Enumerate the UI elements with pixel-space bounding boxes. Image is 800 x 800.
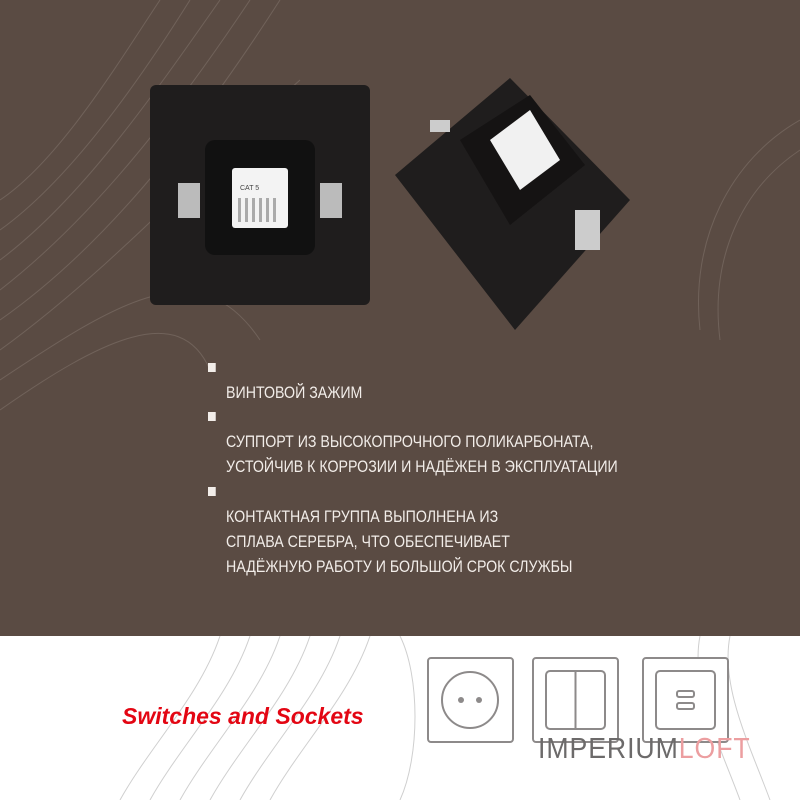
feature-item: КОНТАКТНАЯ ГРУППА ВЫПОЛНЕНА ИЗ СПЛАВА СЕР… [208, 480, 572, 580]
feature-text: ВИНТОВОЙ ЗАЖИМ [226, 384, 363, 402]
feature-text: УСТОЙЧИВ К КОРРОЗИИ И НАДЁЖЕН В ЭКСПЛУАТ… [226, 458, 618, 476]
feature-item: СУППОРТ ИЗ ВЫСОКОПРОЧНОГО ПОЛИКАРБОНАТА,… [208, 405, 618, 480]
logo-text: IMPERIUM [538, 733, 679, 765]
double-switch-icon [532, 657, 619, 743]
feature-text: СПЛАВА СЕРЕБРА, ЧТО ОБЕСПЕЧИВАЕТ [226, 533, 510, 551]
logo-text: LOFT [678, 733, 751, 765]
usb-socket-icon [642, 657, 729, 743]
feature-text: КОНТАКТНАЯ ГРУППА ВЫПОЛНЕНА ИЗ [226, 508, 499, 526]
banner-title: Switches and Sockets [122, 703, 364, 729]
feature-item: ВИНТОВОЙ ЗАЖИМ [208, 356, 362, 406]
bullet-icon [208, 363, 216, 372]
brand-logo: IMPERIUMLOFT [538, 733, 751, 766]
product-images: CAT 5 [150, 78, 630, 330]
module-front-view: CAT 5 [150, 85, 370, 305]
feature-text: НАДЁЖНУЮ РАБОТУ И БОЛЬШОЙ СРОК СЛУЖБЫ [226, 558, 573, 576]
module-angled-view [395, 78, 630, 330]
feature-text: СУППОРТ ИЗ ВЫСОКОПРОЧНОГО ПОЛИКАРБОНАТА, [226, 433, 594, 451]
bullet-icon [208, 412, 216, 421]
svg-text:CAT 5: CAT 5 [240, 185, 259, 192]
product-panel: CAT 5 ВИНТОВОЙ ЗАЖИМ СУППОРТ ИЗ ВЫСОКОПР… [0, 0, 800, 636]
socket-icon [427, 657, 514, 743]
bullet-icon [208, 487, 216, 496]
